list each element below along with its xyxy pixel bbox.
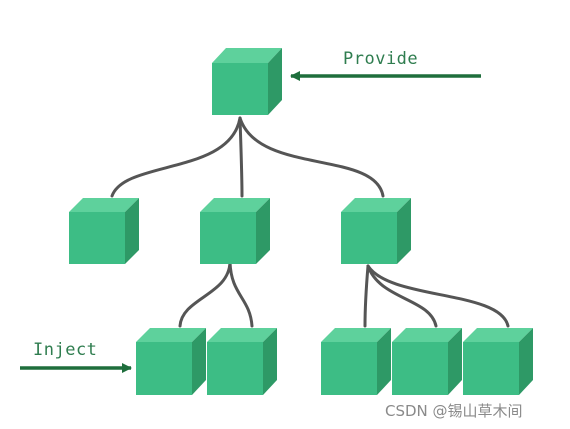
connector-right-g3 [366, 264, 510, 328]
grandchild-right-1-cube [321, 328, 391, 395]
child-middle-cube [200, 198, 270, 264]
provide-label: Provide [343, 49, 418, 69]
grandchild-middle-1-cube [136, 328, 206, 395]
connector-right-g2 [366, 264, 438, 328]
connector-right-g1 [363, 264, 370, 328]
inject-label: Inject [33, 340, 97, 360]
connector-middle-g1 [178, 260, 232, 328]
grandchild-middle-2-cube [207, 328, 277, 395]
child-left-cube [69, 198, 139, 264]
connector-root-middle [238, 116, 244, 198]
root-component-cube [212, 48, 282, 115]
connector-root-left [110, 116, 242, 198]
watermark-text: CSDN @锡山草木间 [385, 402, 523, 420]
connector-middle-g2 [228, 260, 254, 328]
connector-root-right [238, 116, 385, 198]
grandchild-right-3-cube [463, 328, 533, 395]
grandchild-right-2-cube [392, 328, 462, 395]
child-right-cube [341, 198, 411, 264]
connector-lines [110, 116, 510, 328]
